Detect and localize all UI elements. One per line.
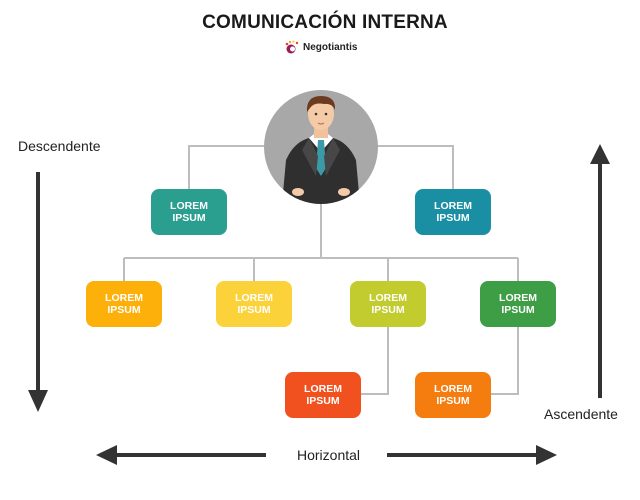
descending-label: Descendente (18, 138, 101, 154)
node-level2-1: LOREM IPSUM (86, 281, 162, 327)
node-level3-1: LOREM IPSUM (285, 372, 361, 418)
node-label-line1: LOREM (170, 200, 208, 212)
node-label-line2: IPSUM (172, 212, 206, 224)
node-label-line1: LOREM (235, 292, 273, 304)
page-title: COMUNICACIÓN INTERNA (202, 12, 448, 33)
node-label-line1: LOREM (304, 383, 342, 395)
node-label-line2: IPSUM (371, 304, 405, 316)
node-label-line2: IPSUM (306, 395, 340, 407)
node-label-line2: IPSUM (237, 304, 271, 316)
node-label-line1: LOREM (434, 200, 472, 212)
node-level2-2: LOREM IPSUM (216, 281, 292, 327)
connector-avatar-right (372, 145, 454, 190)
node-level2-3: LOREM IPSUM (350, 281, 426, 327)
horizontal-label: Horizontal (297, 447, 361, 463)
node-level3-2: LOREM IPSUM (415, 372, 491, 418)
brand-logo: Negotiantis (284, 40, 357, 54)
node-level2-4: LOREM IPSUM (480, 281, 556, 327)
node-level1-right: LOREM IPSUM (415, 189, 491, 235)
node-label-line1: LOREM (369, 292, 407, 304)
node-label-line1: LOREM (105, 292, 143, 304)
node-label-line1: LOREM (499, 292, 537, 304)
node-label-line2: IPSUM (436, 212, 470, 224)
node-label-line2: IPSUM (436, 395, 470, 407)
connector-level3-1 (360, 326, 389, 395)
connector-avatar-left (188, 145, 270, 190)
ascending-label: Ascendente (544, 406, 618, 422)
negotiantis-logo-icon (285, 40, 299, 54)
businessman-avatar-icon (264, 90, 378, 204)
connector-level3-2 (490, 326, 519, 395)
node-label-line2: IPSUM (107, 304, 141, 316)
node-label-line2: IPSUM (501, 304, 535, 316)
node-level1-left: LOREM IPSUM (151, 189, 227, 235)
node-label-line1: LOREM (434, 383, 472, 395)
brand-name: Negotiantis (303, 41, 358, 53)
